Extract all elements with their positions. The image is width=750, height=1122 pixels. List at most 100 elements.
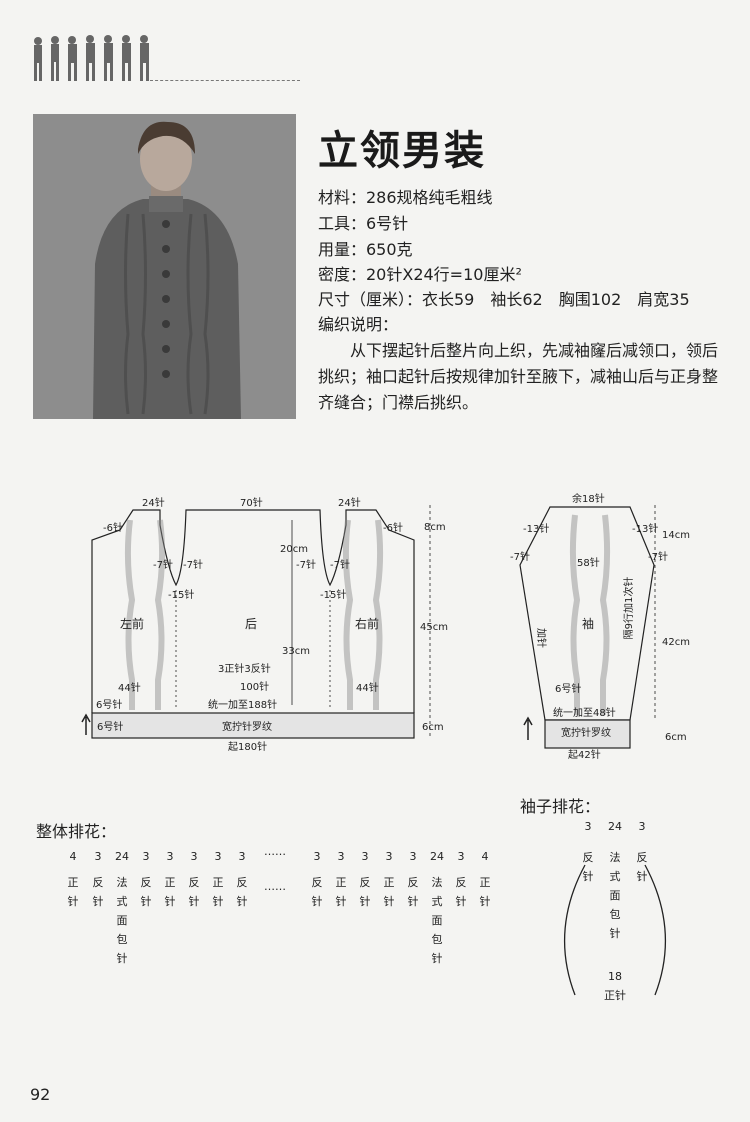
- label-minus7-l1: -7针: [153, 558, 173, 571]
- pattern-stitch: 正针: [212, 876, 224, 908]
- label-minus7-r2: -7针: [330, 558, 350, 571]
- label-minus15-left: -15针: [168, 588, 194, 601]
- label-right-front: 右前: [355, 616, 379, 631]
- pattern-count: 3: [409, 850, 417, 863]
- pattern-count: 3: [214, 850, 222, 863]
- label-sleeve: 袖: [582, 616, 594, 631]
- pattern-count: 3: [337, 850, 345, 863]
- label-14cm: 14cm: [662, 530, 690, 541]
- pattern-stitch: 反针: [188, 876, 200, 908]
- spec-material: 材料：286规格纯毛粗线: [318, 188, 493, 207]
- body-outline: [91, 509, 415, 713]
- pattern-count: 4: [481, 850, 489, 863]
- instructions-text: 从下摆起针后整片向上织，先减袖窿后减领口，领后挑织；袖口起针后按规律加针至腋下，…: [318, 341, 719, 412]
- label-inc-rule: 隔9行加1次针: [622, 577, 635, 640]
- label-20cm: 20cm: [280, 544, 308, 555]
- label-minus7-r1: -7针: [296, 558, 316, 571]
- pattern-count: 3: [584, 820, 592, 833]
- sleeve-pattern-heading: 袖子排花：: [520, 797, 601, 816]
- sleeve-rib: [544, 719, 631, 749]
- pattern-stitch: 法式面包针: [431, 876, 443, 965]
- pattern-count: 3: [361, 850, 369, 863]
- label-minus7-sr: -7针: [648, 550, 668, 563]
- label-44-left: 44针: [118, 681, 141, 694]
- pattern-count: 3: [457, 850, 465, 863]
- label-rib-3-3: 3正针3反针: [218, 662, 271, 675]
- pattern-stitch: 正针: [383, 876, 395, 908]
- label-sleeve-top: 余18针: [572, 492, 605, 505]
- label-100-stitches: 100针: [240, 680, 269, 693]
- pattern-stitch: 反针: [311, 876, 323, 908]
- sleeve-bottom-count: 18: [608, 970, 622, 983]
- body-rib: [91, 712, 415, 739]
- label-6cm-body: 6cm: [422, 722, 444, 733]
- label-minus7-l2: -7针: [183, 558, 203, 571]
- label-sleeve-unify: 统一加至48针: [553, 706, 616, 719]
- pattern-stitch: 反针: [140, 876, 152, 908]
- overall-dots-top: ……: [264, 845, 286, 858]
- pattern-stitch: 正针: [479, 876, 491, 908]
- label-rib-body: 宽拧针罗纹: [222, 720, 272, 733]
- label-minus13-r: -13针: [632, 522, 658, 535]
- label-44-right: 44针: [356, 681, 379, 694]
- label-58: 58针: [577, 556, 600, 569]
- pattern-stitch: 法式面包针: [609, 851, 621, 940]
- schematic-diagram: 24针 70针 24针 -6针 -6针 -7针 -7针 -7针 -7针 -15针…: [81, 492, 690, 761]
- header-dashed-rule: [150, 80, 300, 81]
- page-number: 92: [30, 1085, 51, 1104]
- page-title: 立领男装: [318, 128, 486, 174]
- spec-note-heading: 编织说明：: [318, 315, 399, 334]
- label-minus7-sl: -7针: [510, 550, 530, 563]
- pattern-stitch: 法式面包针: [116, 876, 128, 965]
- spec-tool: 工具：6号针: [318, 214, 409, 233]
- label-minus15-right: -15针: [320, 588, 346, 601]
- pattern-stitch: 正针: [164, 876, 176, 908]
- pattern-count: 3: [313, 850, 321, 863]
- label-back: 后: [245, 617, 257, 631]
- label-top-24-left: 24针: [142, 496, 165, 509]
- pattern-count: 4: [69, 850, 77, 863]
- label-33cm: 33cm: [282, 646, 310, 657]
- spec-gauge: 密度：20针X24行=10厘米²: [318, 265, 522, 284]
- label-top-70: 70针: [240, 496, 263, 509]
- label-needle6: 6号针: [96, 698, 122, 711]
- pattern-count: 3: [94, 850, 102, 863]
- overall-pattern-heading: 整体排花：: [36, 822, 117, 841]
- label-sleeve-needle6: 6号针: [555, 682, 581, 695]
- pattern-stitch: 正针: [335, 876, 347, 908]
- sleeve-bottom-stitch: 正针: [604, 989, 626, 1002]
- pattern-stitch: 反针: [582, 851, 594, 883]
- pattern-count: 3: [142, 850, 150, 863]
- label-minus13-l: -13针: [523, 522, 549, 535]
- pattern-stitch: 反针: [407, 876, 419, 908]
- pattern-stitch: 反针: [455, 876, 467, 908]
- label-sleeve-cast-on: 起42针: [568, 748, 601, 761]
- pattern-count: 3: [190, 850, 198, 863]
- pattern-count: 3: [638, 820, 646, 833]
- label-42cm: 42cm: [662, 637, 690, 648]
- pattern-stitch: 正针: [67, 876, 79, 908]
- pattern-stitch: 反针: [92, 876, 104, 908]
- pattern-count: 3: [385, 850, 393, 863]
- pattern-count: 24: [115, 850, 129, 863]
- spec-amount: 用量：650克: [318, 240, 413, 259]
- model-photo: [33, 114, 296, 419]
- pattern-stitch: 反针: [236, 876, 248, 908]
- label-6cm-sleeve: 6cm: [665, 732, 687, 743]
- label-minus6-left: -6针: [103, 521, 123, 534]
- pattern-count: 24: [430, 850, 444, 863]
- label-increase: 加针: [535, 628, 548, 648]
- overall-dots-bottom: ……: [264, 880, 286, 893]
- label-8cm: 8cm: [424, 522, 446, 533]
- header-silhouettes: [30, 35, 155, 89]
- label-minus6-right: -6针: [383, 521, 403, 534]
- pattern-stitch: 反针: [636, 851, 648, 883]
- pattern-count: 3: [238, 850, 246, 863]
- label-sleeve-rib: 宽拧针罗纹: [561, 726, 611, 739]
- sleeve-pattern-brackets: [563, 864, 667, 996]
- sleeve-outline: [519, 506, 655, 721]
- pattern-stitch: 反针: [359, 876, 371, 908]
- label-unify-188: 统一加至188针: [208, 698, 277, 711]
- pattern-count: 24: [608, 820, 622, 833]
- spec-size: 尺寸（厘米）：衣长59 袖长62 胸围102 肩宽35: [318, 290, 690, 309]
